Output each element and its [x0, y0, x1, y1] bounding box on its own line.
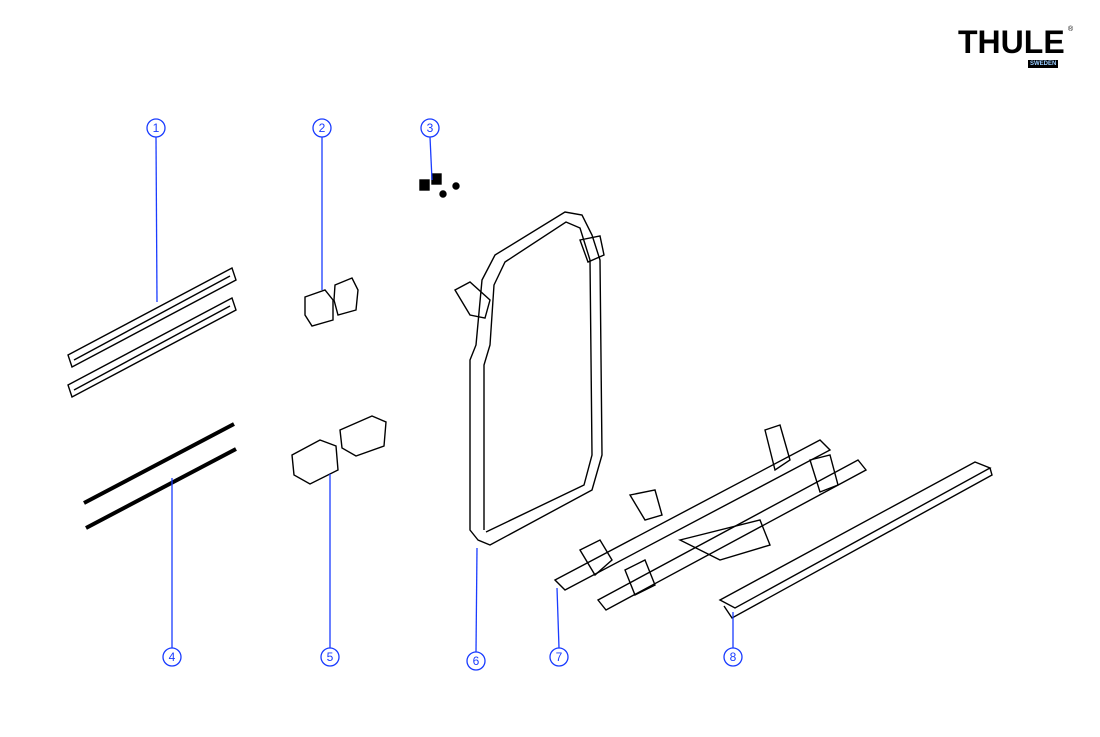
callout-number: 5 [327, 650, 334, 664]
callout-number: 3 [427, 121, 434, 135]
part-mounting-brackets [291, 415, 387, 485]
callout-1: 1 [146, 118, 166, 303]
logo-registered: ® [1068, 26, 1074, 33]
part-clips [419, 173, 460, 198]
callout-2: 2 [312, 118, 332, 290]
callout-8: 8 [723, 612, 743, 667]
logo-brand: THULE [958, 24, 1065, 60]
callout-4: 4 [162, 478, 182, 667]
part-bike-platform [553, 424, 868, 611]
callout-number: 4 [169, 650, 176, 664]
callout-number: 6 [473, 654, 480, 668]
callout-6: 6 [466, 547, 486, 671]
part-rails [67, 266, 237, 399]
callout-5: 5 [320, 474, 340, 667]
part-wheel-rail [718, 461, 993, 619]
callout-3: 3 [420, 118, 440, 181]
part-frame [454, 211, 605, 546]
logo-sub: SWEDEN [1028, 60, 1059, 68]
callout-number: 7 [556, 650, 563, 664]
callout-7: 7 [549, 587, 569, 667]
callout-number: 8 [730, 650, 737, 664]
callout-number: 1 [153, 121, 160, 135]
part-rubber-strips [83, 422, 237, 530]
thule-logo: THULE SWEDEN ® [958, 26, 1088, 72]
part-small-brackets [304, 277, 359, 327]
callout-number: 2 [319, 121, 326, 135]
